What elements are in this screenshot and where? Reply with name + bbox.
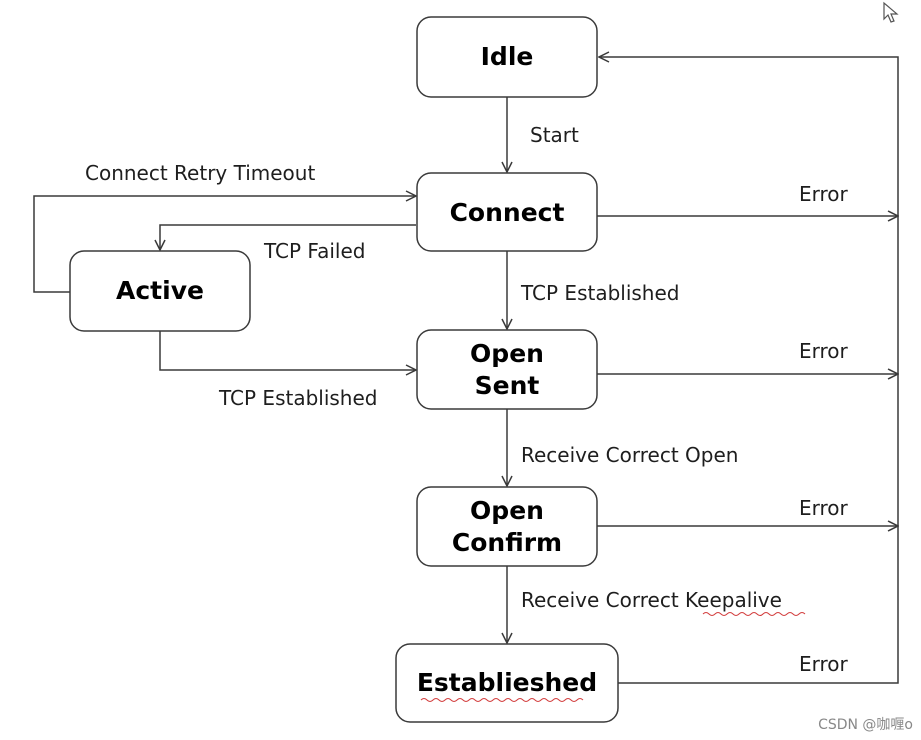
label-tcp-established-connect: TCP Established bbox=[520, 281, 680, 305]
state-connect: Connect bbox=[416, 172, 598, 252]
state-active: Active bbox=[69, 250, 251, 332]
state-open-confirm-label-line1: Open bbox=[470, 496, 544, 525]
state-open-confirm-label-line2: Confirm bbox=[452, 528, 562, 557]
label-tcp-established-active: TCP Established bbox=[218, 386, 378, 410]
state-idle: Idle bbox=[416, 16, 598, 98]
label-receive-correct-keepalive: Receive Correct Keepalive bbox=[521, 588, 782, 612]
state-established: Establieshed bbox=[395, 643, 619, 723]
label-error-established: Error bbox=[799, 652, 849, 676]
label-error-open-confirm: Error bbox=[799, 496, 849, 520]
label-error-connect: Error bbox=[799, 182, 849, 206]
state-open-sent: Open Sent bbox=[416, 329, 598, 410]
watermark: CSDN @咖喱o bbox=[818, 717, 913, 733]
label-start: Start bbox=[530, 123, 579, 147]
edge-active-to-connect bbox=[33, 196, 416, 293]
spellcheck-underline-keepalive bbox=[702, 612, 806, 616]
state-active-label: Active bbox=[116, 276, 204, 305]
state-open-sent-label-line2: Sent bbox=[475, 371, 540, 400]
state-connect-label: Connect bbox=[450, 198, 565, 227]
label-tcp-failed: TCP Failed bbox=[263, 239, 365, 263]
state-established-label: Establieshed bbox=[417, 668, 597, 697]
mouse-pointer-icon bbox=[883, 1, 899, 23]
edge-connect-to-active bbox=[160, 224, 416, 250]
state-open-confirm: Open Confirm bbox=[416, 486, 598, 567]
spellcheck-underline-established bbox=[420, 698, 584, 702]
edge-active-to-open-sent bbox=[159, 331, 416, 370]
edge-error-return-to-idle bbox=[599, 57, 899, 684]
label-connect-retry-timeout: Connect Retry Timeout bbox=[85, 161, 315, 185]
state-idle-label: Idle bbox=[481, 42, 534, 71]
label-error-open-sent: Error bbox=[799, 339, 849, 363]
label-receive-correct-open: Receive Correct Open bbox=[521, 443, 738, 467]
state-open-sent-label-line1: Open bbox=[470, 339, 544, 368]
